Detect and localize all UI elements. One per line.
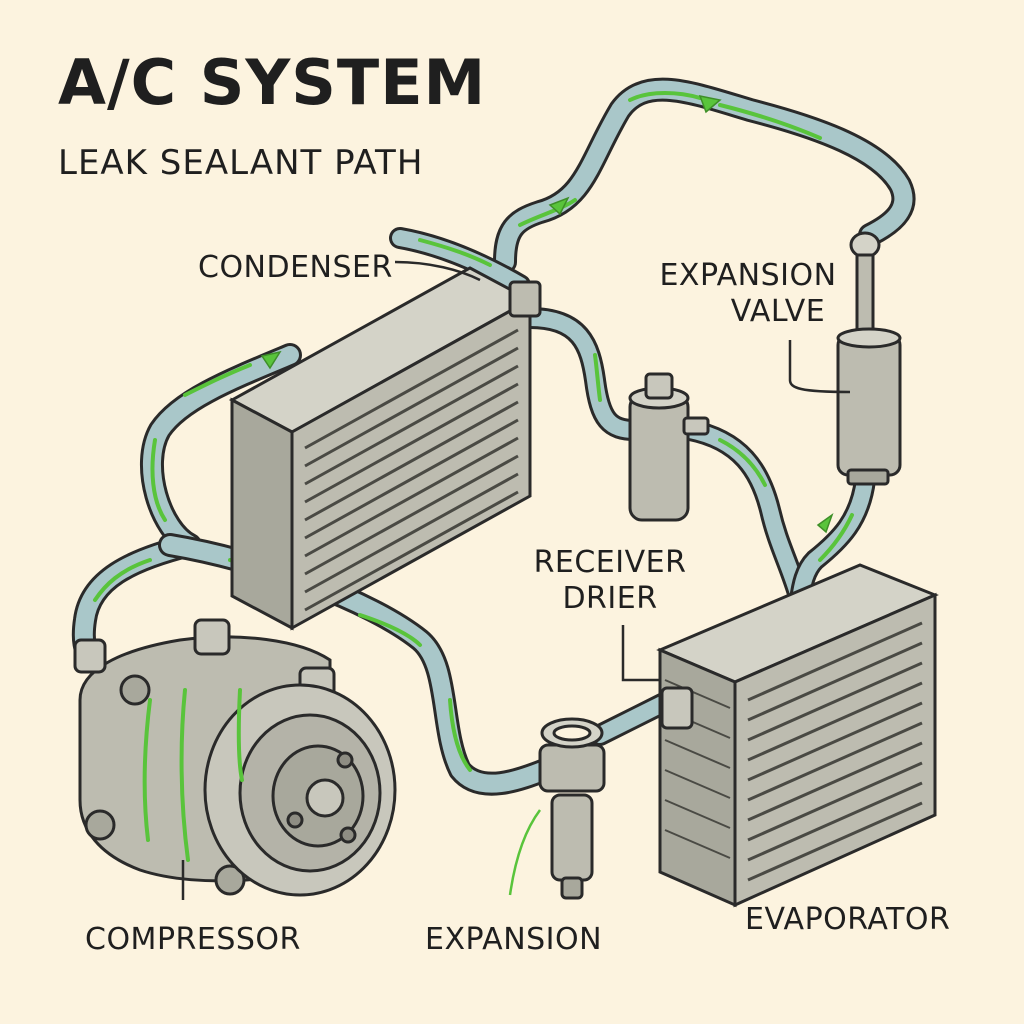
label-condenser: CONDENSER bbox=[198, 250, 393, 285]
condenser bbox=[228, 266, 542, 631]
evaporator bbox=[656, 563, 939, 908]
compressor-sealant bbox=[142, 688, 244, 862]
label-expansion-valve: EXPANSION VALVE bbox=[648, 258, 848, 330]
compressor bbox=[73, 618, 397, 897]
label-expansion-valve-line1: EXPANSION bbox=[659, 258, 837, 293]
label-compressor: COMPRESSOR bbox=[85, 922, 301, 957]
label-expansion: EXPANSION bbox=[425, 922, 603, 957]
condenser-fins bbox=[304, 328, 519, 612]
label-receiver-drier: RECEIVER DRIER bbox=[525, 545, 695, 617]
leader-lines bbox=[181, 260, 851, 900]
label-receiver-drier-line2: DRIER bbox=[562, 581, 658, 616]
page-subtitle: LEAK SEALANT PATH bbox=[58, 143, 424, 183]
hose-top-loop bbox=[493, 77, 916, 274]
label-receiver-drier-line1: RECEIVER bbox=[533, 545, 687, 580]
expansion-device bbox=[538, 717, 606, 900]
label-evaporator: EVAPORATOR bbox=[745, 902, 951, 937]
label-expansion-valve-line2: VALVE bbox=[730, 294, 826, 329]
receiver-drier bbox=[628, 372, 710, 522]
expansion-valve bbox=[836, 231, 902, 486]
evaporator-fins bbox=[747, 621, 923, 882]
page-title: A/C SYSTEM bbox=[58, 46, 487, 119]
